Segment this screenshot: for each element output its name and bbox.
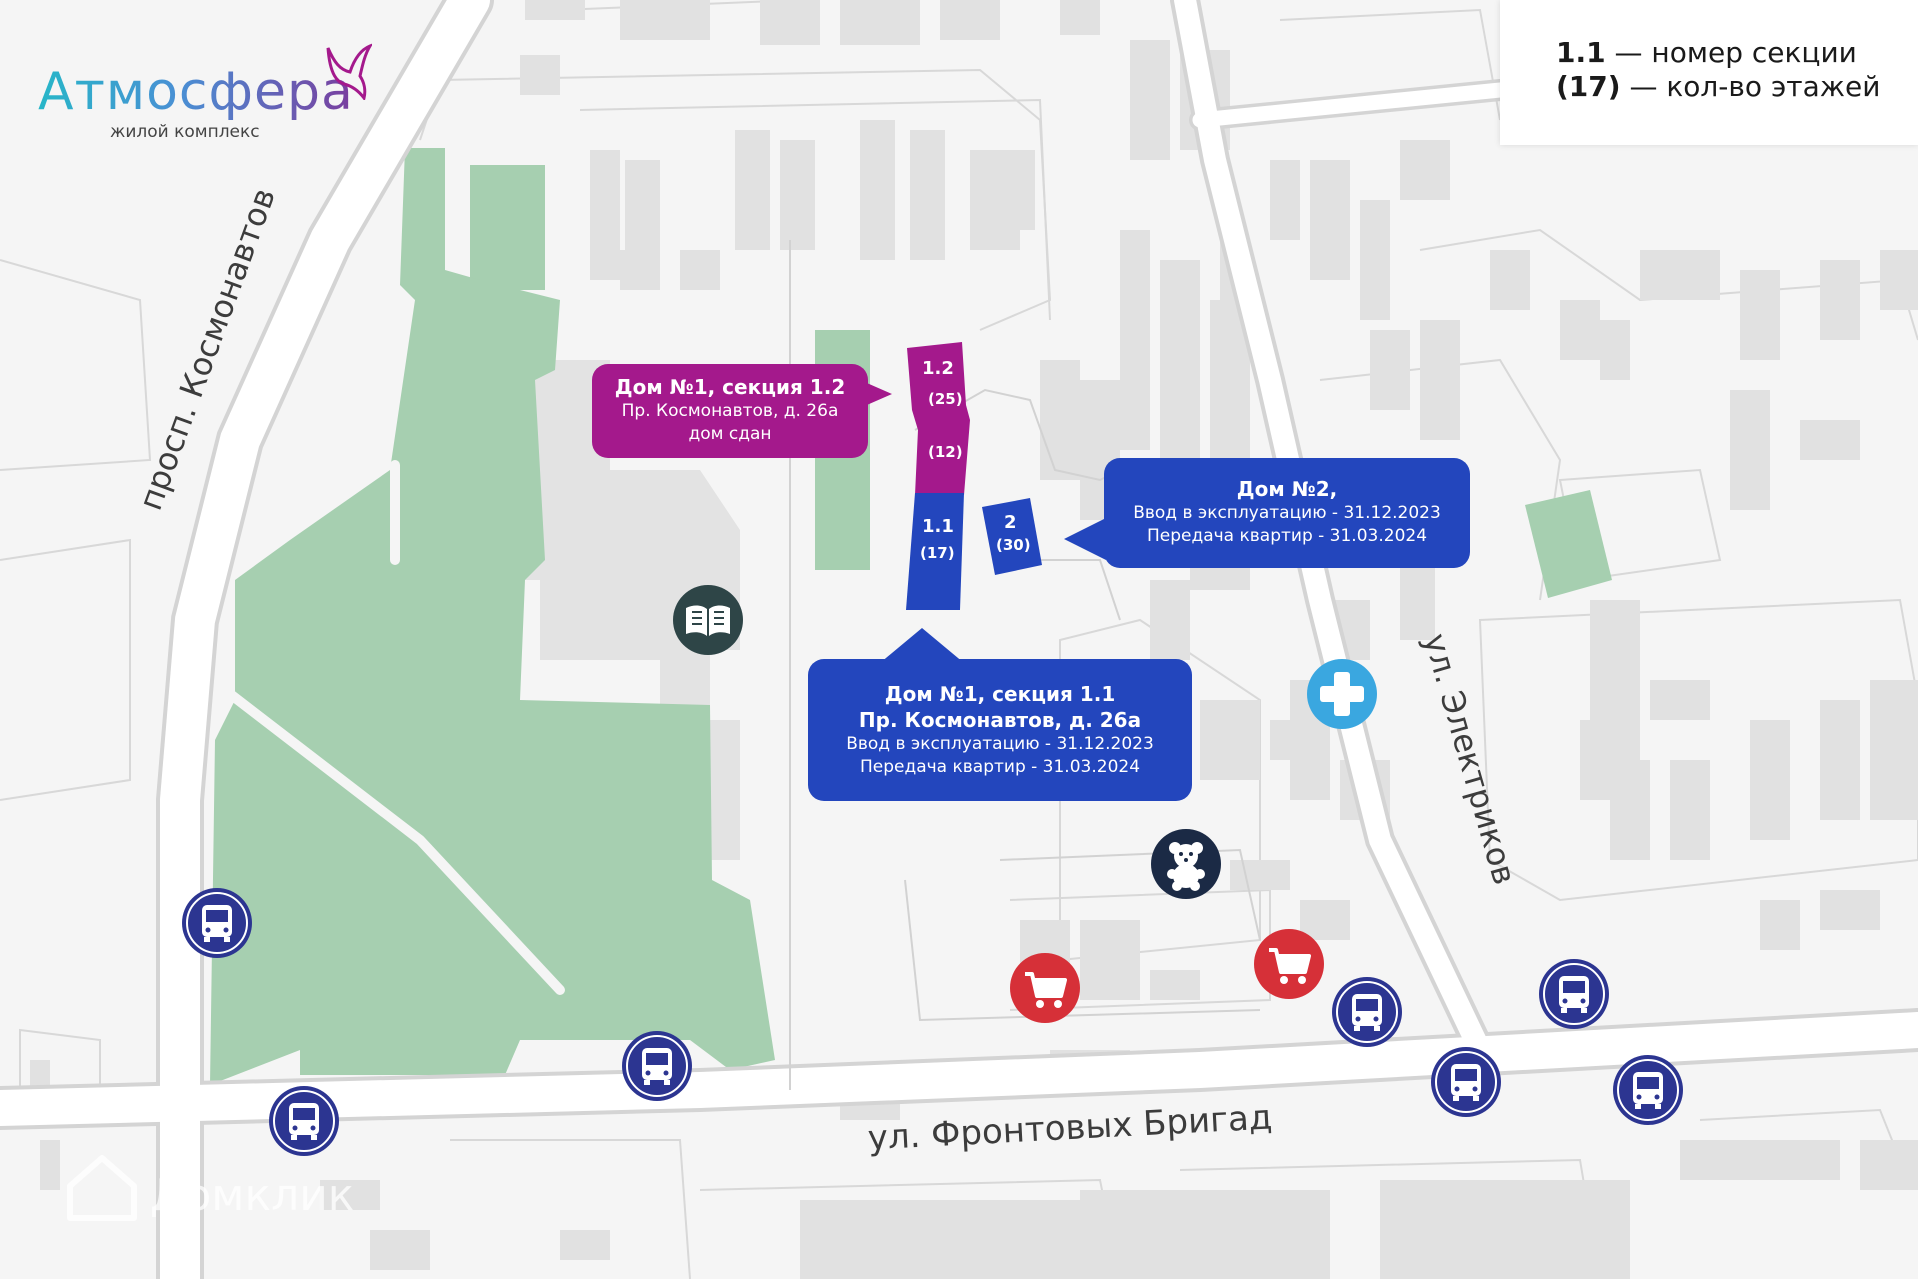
bus-icon[interactable] [268,1085,340,1157]
shopping-cart-icon[interactable] [1253,928,1325,1000]
book-icon[interactable] [672,584,744,656]
bus-icon[interactable] [1331,976,1403,1048]
callout-house1-section12[interactable]: Дом №1, секция 1.2 Пр. Космонавтов, д. 2… [592,364,868,458]
callout-title: Дом №1, секция 1.1 [884,682,1116,706]
section-1-1-number: 1.1 [922,516,954,537]
house-2-number: 2 [1004,512,1017,533]
callout-title: Дом №2, [1236,477,1338,501]
callout-handover: Передача квартир - 31.03.2024 [859,757,1141,777]
section-1-2-floors-lower: (12) [928,443,963,461]
callout-address: Пр. Космонавтов, д. 26а [858,708,1142,732]
bird-logo-icon [326,43,372,100]
callout-commissioning: Ввод в эксплуатацию - 31.12.2023 [846,734,1154,754]
callout-title: Дом №1, секция 1.2 [614,375,846,399]
bus-icon[interactable] [181,887,253,959]
building-house-2[interactable] [982,498,1042,575]
bus-icon[interactable] [1538,958,1610,1030]
section-1-2-number: 1.2 [922,358,954,379]
teddy-bear-icon[interactable] [1150,828,1222,900]
bus-icon[interactable] [621,1030,693,1102]
callout-commissioning: Ввод в эксплуатацию - 31.12.2023 [1133,503,1441,523]
house-2-floors: (30) [996,536,1031,554]
logo-title: Атмосфера [38,62,354,122]
callout-status: дом сдан [688,424,772,444]
callout-house1-section11[interactable]: Дом №1, секция 1.1 Пр. Космонавтов, д. 2… [808,659,1192,801]
house-logo-icon [67,1155,137,1221]
callout-house2[interactable]: Дом №2, Ввод в эксплуатацию - 31.12.2023… [1104,458,1470,568]
callout-address: Пр. Космонавтов, д. 26а [621,401,839,421]
legend-line-section: 1.1 — номер секции [1556,36,1857,69]
watermark-domclick: Домклик [150,1170,355,1221]
bus-icon[interactable] [1612,1054,1684,1126]
legend-panel: 1.1 — номер секции (17) — кол-во этажей [1500,0,1918,145]
callout-handover: Передача квартир - 31.03.2024 [1146,526,1428,546]
medical-cross-icon[interactable] [1306,658,1378,730]
building-section-1-1[interactable] [906,493,964,610]
shopping-cart-icon[interactable] [1009,952,1081,1024]
section-1-1-floors: (17) [920,544,955,562]
building-section-1-2[interactable] [907,342,970,495]
bus-icon[interactable] [1430,1046,1502,1118]
legend-line-floors: (17) — кол-во этажей [1556,70,1881,103]
section-1-2-floors-upper: (25) [928,390,963,408]
logo-subtitle: жилой комплекс [110,122,260,142]
